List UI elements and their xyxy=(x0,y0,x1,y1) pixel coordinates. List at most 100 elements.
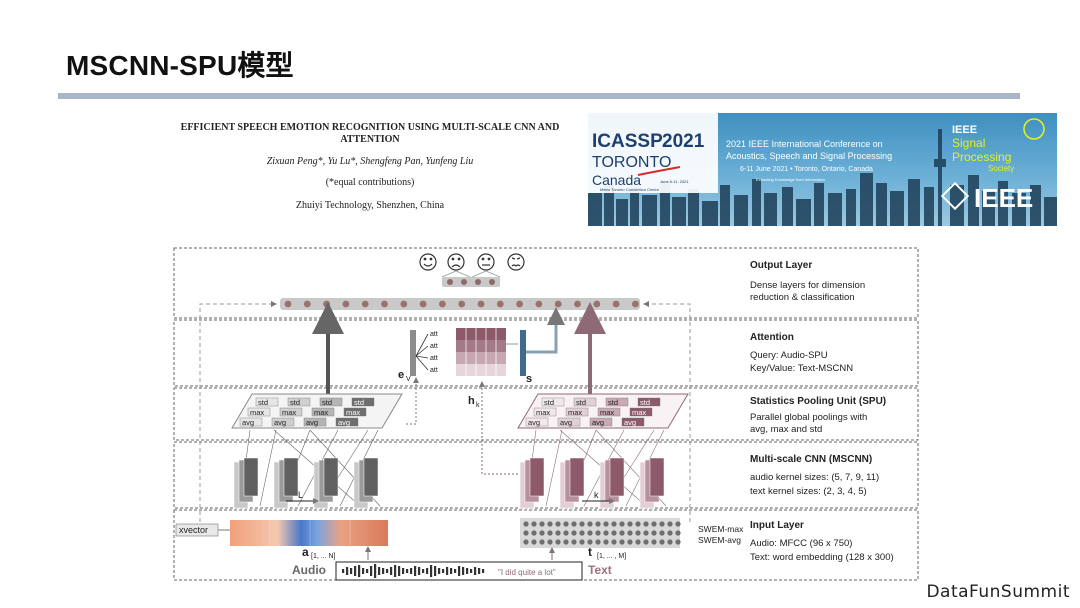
spu-cell-label: avg xyxy=(592,418,604,427)
waveform-bar xyxy=(386,569,389,573)
spu-cell-label: avg xyxy=(560,418,572,427)
banner-venue: Metro Toronto Convention Centre xyxy=(600,187,660,192)
ieee-diamond-icon xyxy=(940,181,970,211)
spu-cell xyxy=(303,417,327,427)
dense-node xyxy=(535,300,543,308)
brand-footer: DataFunSummit xyxy=(926,582,1070,602)
ev-label: e xyxy=(398,369,404,381)
dense-node xyxy=(361,300,369,308)
waveform-bar xyxy=(370,566,373,576)
embedding-dot xyxy=(563,530,569,536)
paper-title: EFFICIENT SPEECH EMOTION RECOGNITION USI… xyxy=(180,122,560,145)
att-label-2: att xyxy=(430,343,438,350)
waveform-bar xyxy=(414,566,417,576)
spu-cell-label: avg xyxy=(274,418,286,427)
angry-face-icon xyxy=(507,253,525,271)
spu-cell xyxy=(311,407,335,417)
dense-node xyxy=(419,300,427,308)
embedding-dot xyxy=(667,539,673,545)
embedding-dot xyxy=(675,521,681,527)
embedding-dot xyxy=(555,539,561,545)
spu-to-ev-arrow xyxy=(406,377,419,425)
embedding-dot xyxy=(587,521,593,527)
waveform-bar xyxy=(398,566,401,576)
waveform-bar xyxy=(358,565,361,577)
spu-cell xyxy=(279,407,303,417)
spu-cell xyxy=(343,407,367,417)
cnn-feature-map xyxy=(609,457,625,497)
xvector-skip-arrow xyxy=(199,301,277,522)
embedding-dot xyxy=(579,521,585,527)
embedding-dot xyxy=(587,530,593,536)
layer-desc2-spu: avg, max and std xyxy=(750,424,822,435)
spu-cell xyxy=(287,397,311,407)
dense-node xyxy=(496,300,504,308)
text-label: Text xyxy=(588,563,612,577)
spu-cell-label: avg xyxy=(338,418,350,427)
embedding-dot xyxy=(659,539,665,545)
spu-cell-label: max xyxy=(632,408,646,417)
s-vector xyxy=(520,330,526,376)
embedding-dot xyxy=(611,539,617,545)
dense-node xyxy=(323,300,330,308)
layer-desc2-output: reduction & classification xyxy=(750,292,855,303)
embedding-dot xyxy=(651,521,657,527)
s-label: s xyxy=(526,373,532,385)
waveform-bar xyxy=(442,569,445,573)
face-connectors xyxy=(441,270,501,278)
waveform-bar xyxy=(422,569,425,573)
audio-cnn-stacks xyxy=(233,457,379,509)
softmax-nodes xyxy=(447,279,495,285)
spu-cell-label: std xyxy=(258,398,268,407)
text-k-label: k xyxy=(594,490,599,500)
sps-society: Society xyxy=(988,164,1014,173)
embedding-dot xyxy=(635,539,641,545)
embedding-dot xyxy=(651,530,657,536)
dense-node xyxy=(477,300,485,308)
embedding-dot xyxy=(659,530,665,536)
waveform-bar xyxy=(418,567,421,575)
embedding-dot xyxy=(611,530,617,536)
softmax-bar xyxy=(442,277,500,287)
hk-label: h xyxy=(468,395,475,407)
embedding-dot xyxy=(539,530,545,536)
layer-desc1-attention: Query: Audio-SPU xyxy=(750,350,828,361)
spu-cell xyxy=(605,397,629,407)
paper-equal-note: (*equal contributions) xyxy=(325,177,415,188)
layer-desc1-output: Dense layers for dimension xyxy=(750,280,865,291)
spu-cell xyxy=(271,417,295,427)
cnn-feature-map xyxy=(283,457,299,497)
waveform-bar xyxy=(462,567,465,575)
spu-cell xyxy=(239,417,263,427)
embedding-dot xyxy=(555,521,561,527)
embedding-dot xyxy=(523,530,529,536)
cnn-feature-map xyxy=(649,457,665,497)
spu-cell xyxy=(629,407,653,417)
waveform-bar xyxy=(406,569,409,573)
spu-cell xyxy=(541,397,565,407)
layer-title-input: Input Layer xyxy=(750,520,804,531)
embedding-dot xyxy=(603,539,609,545)
icassp-text: ICASSP xyxy=(592,131,663,152)
dense-node xyxy=(554,300,562,308)
mfcc-grid xyxy=(269,520,351,546)
dense-node xyxy=(439,300,446,308)
waveform-bar xyxy=(458,566,461,576)
waveform-bar xyxy=(434,566,437,576)
s-to-output-path xyxy=(526,330,558,354)
embedding-dot xyxy=(523,539,529,545)
audio-label: Audio xyxy=(292,563,326,577)
attention-matrix xyxy=(456,328,506,376)
spu-cell-label: avg xyxy=(624,418,636,427)
spu-cell xyxy=(589,417,613,427)
dense-node xyxy=(516,300,523,308)
cnn-feature-map xyxy=(363,457,379,497)
layer-title-spu: Statistics Pooling Unit (SPU) xyxy=(750,396,886,407)
embedding-dot xyxy=(643,530,649,536)
swem-max-label: SWEM-max xyxy=(698,524,744,534)
dense-node xyxy=(574,300,581,308)
embedding-dot xyxy=(571,539,577,545)
